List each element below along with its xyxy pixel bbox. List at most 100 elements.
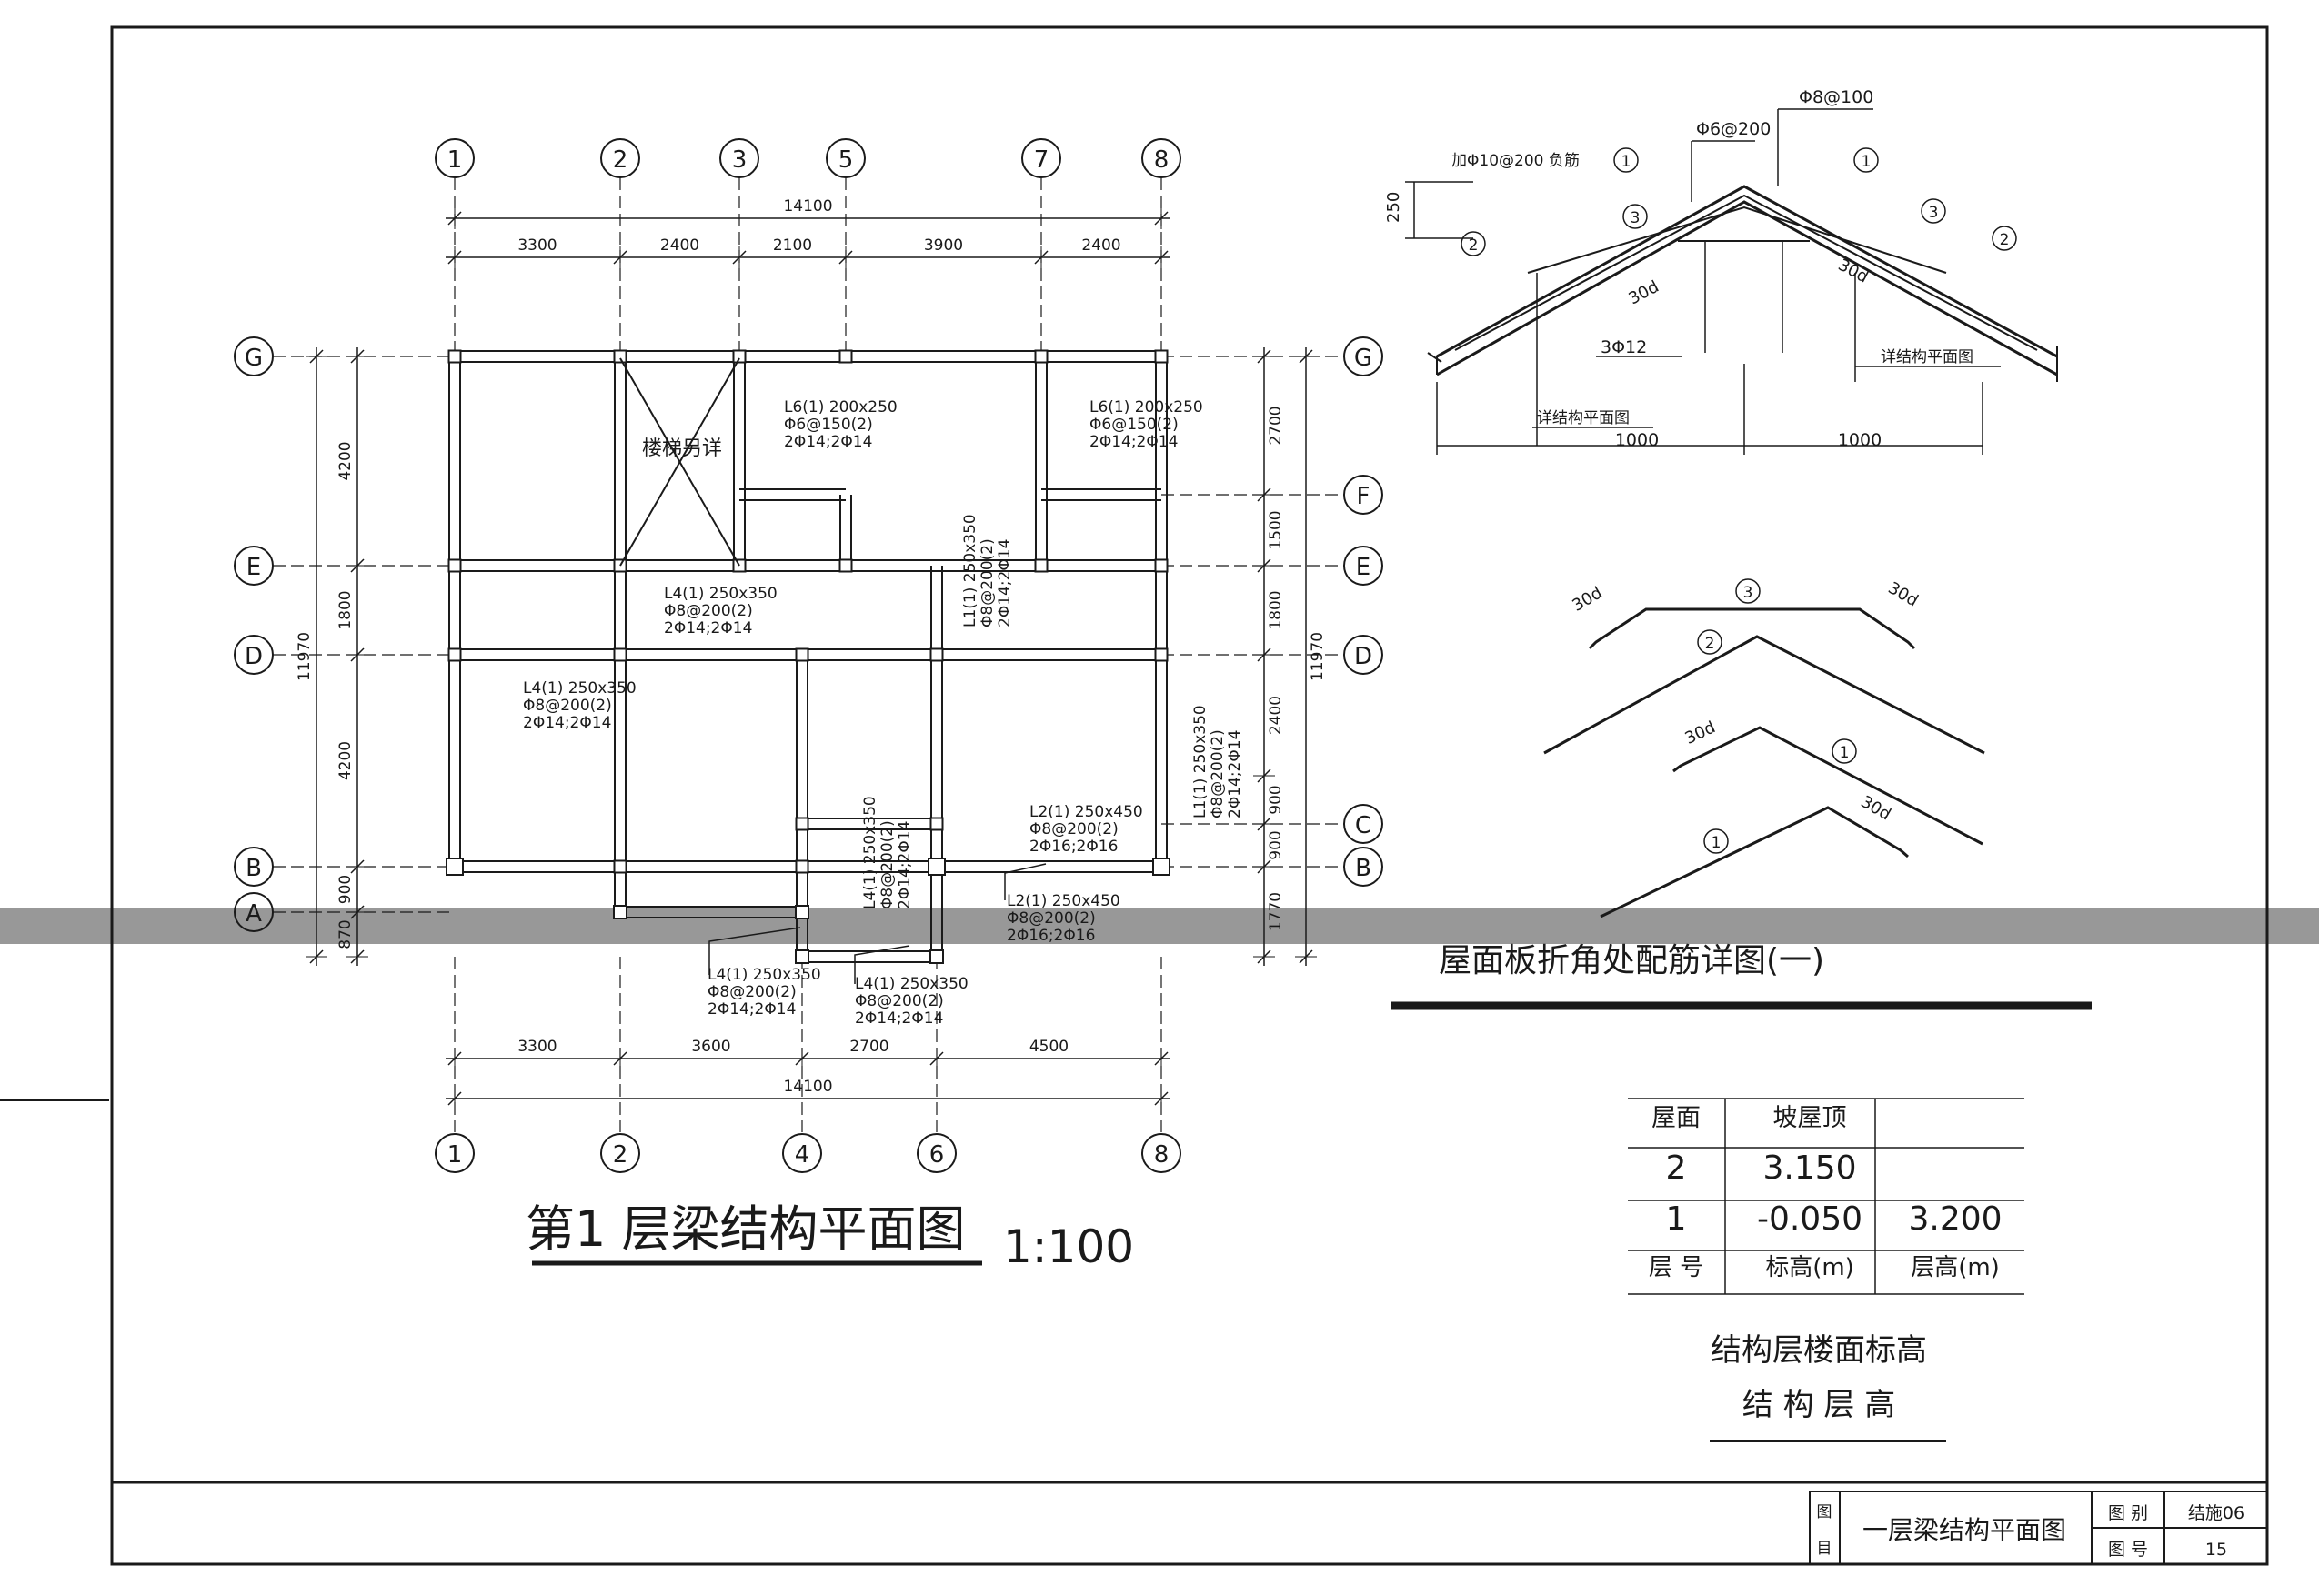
beam-label: L6(1) 200x250 Φ6@150(2) 2Φ14;2Φ14 <box>1089 398 1203 451</box>
axis-bubble: F <box>1343 475 1383 515</box>
dim-value: 2100 <box>773 236 812 255</box>
svg-text:3: 3 <box>1743 584 1753 602</box>
column <box>795 949 809 964</box>
axis-label: 6 <box>929 1141 945 1169</box>
callout-3: 3 <box>1921 198 1946 224</box>
dim-value: 1800 <box>1267 590 1285 629</box>
table-cell: 1 <box>1666 1200 1687 1238</box>
beam-label: L2(1) 250x450 Φ8@200(2) 2Φ16;2Φ16 <box>1007 892 1120 945</box>
dim-value: 4200 <box>336 441 355 480</box>
dim-value: 900 <box>336 875 355 904</box>
axis-bubble: 2 <box>600 1133 640 1173</box>
svg-text:Φ8@200(2): Φ8@200(2) <box>855 992 944 1010</box>
dim-value: 1500 <box>1267 510 1285 549</box>
table-caption: 结 构 层 高 <box>1742 1387 1895 1423</box>
dim-total: 14100 <box>783 197 832 216</box>
drawing-frame <box>110 25 2269 1566</box>
beam-label: L6(1) 200x250 Φ6@150(2) 2Φ14;2Φ14 <box>784 398 898 451</box>
axis-label: D <box>1354 643 1372 670</box>
beam-label-vertical: L1(1) 250x350 Φ8@200(2) 2Φ14;2Φ14 <box>961 514 1014 627</box>
column <box>928 858 946 876</box>
dim-value: 2400 <box>1267 696 1285 735</box>
column <box>795 817 809 831</box>
table-cell: 3.200 <box>1908 1200 2002 1238</box>
column <box>929 817 944 831</box>
dim-250: 250 <box>1384 192 1403 223</box>
svg-text:2Φ16;2Φ16: 2Φ16;2Φ16 <box>1029 838 1118 856</box>
dim-value: 1770 <box>1267 892 1285 931</box>
svg-text:1: 1 <box>1621 153 1631 171</box>
axis-bubble: 7 <box>1021 138 1061 178</box>
column <box>1152 858 1170 876</box>
column <box>446 858 464 876</box>
column <box>1154 647 1169 662</box>
table-cell: -0.050 <box>1757 1200 1862 1238</box>
svg-text:Φ8@200(2): Φ8@200(2) <box>1007 909 1096 928</box>
dim-value: 1800 <box>336 590 355 629</box>
axis-bubble: 8 <box>1141 138 1181 178</box>
column <box>447 647 462 662</box>
table-cell: 2 <box>1666 1149 1687 1187</box>
svg-text:L2(1) 250x450: L2(1) 250x450 <box>1029 803 1143 821</box>
axis-bubble: E <box>1343 546 1383 586</box>
dim-total: 11970 <box>296 632 314 681</box>
svg-text:2Φ14;2Φ14: 2Φ14;2Φ14 <box>664 619 752 637</box>
column <box>795 859 809 874</box>
column <box>613 905 627 919</box>
dim-value: 2400 <box>1081 236 1120 255</box>
axis-label: G <box>245 345 263 372</box>
bar-shape-2: 2 <box>1543 629 1985 755</box>
axis-label: F <box>1357 483 1370 510</box>
table-cell: 标高(m) <box>1765 1254 1854 1281</box>
svg-text:Φ6@150(2): Φ6@150(2) <box>1089 416 1179 434</box>
axis-bubble: C <box>1343 804 1383 844</box>
dim-value: 900 <box>1267 785 1285 814</box>
beam-label: L4(1) 250x350 Φ8@200(2) 2Φ14;2Φ14 <box>664 585 778 637</box>
callout-2: 2 <box>1992 226 2017 251</box>
beam-label: L2(1) 250x450 Φ8@200(2) 2Φ16;2Φ16 <box>1029 803 1143 856</box>
axis-bubble: G <box>1343 336 1383 376</box>
stair-note: 楼梯另详 <box>642 437 722 460</box>
dim-value: 4200 <box>336 741 355 780</box>
dim-value: 2700 <box>1267 406 1285 445</box>
dim-value: 900 <box>1267 830 1285 859</box>
axis-bubble: D <box>1343 635 1383 675</box>
dim-value: 4500 <box>1029 1038 1069 1056</box>
axis-label: 3 <box>732 146 748 174</box>
roof-fold-detail: 1000 1000 250 Φ8@100 Φ6@200 加Φ10@200 负筋 … <box>1384 87 2092 1010</box>
axis-bubble: E <box>234 546 274 586</box>
axis-bubble: 2 <box>600 138 640 178</box>
axis-bubble: 1 <box>435 1133 475 1173</box>
svg-text:2Φ14;2Φ14: 2Φ14;2Φ14 <box>523 714 611 732</box>
beam-label: L4(1) 250x350 Φ8@200(2) 2Φ14;2Φ14 <box>855 975 969 1028</box>
table-cell: 层高(m) <box>1911 1254 2000 1281</box>
axis-label: C <box>1355 812 1371 839</box>
svg-text:Φ8@200(2): Φ8@200(2) <box>1029 820 1119 838</box>
column <box>447 349 462 364</box>
svg-text:L6(1) 200x250: L6(1) 200x250 <box>784 398 898 417</box>
svg-text:30d: 30d <box>1885 578 1922 610</box>
svg-text:30d: 30d <box>1682 718 1719 748</box>
axis-bubble: 8 <box>1141 1133 1181 1173</box>
svg-text:L4(1) 250x350: L4(1) 250x350 <box>708 966 821 984</box>
table-cell: 坡屋顶 <box>1773 1104 1847 1132</box>
number-value: 15 <box>2205 1540 2227 1560</box>
roof-detail-title: 屋面板折角处配筋详图(一) <box>1439 942 1824 979</box>
axis-label: 1 <box>447 146 463 174</box>
bars-3phi12: 3Φ12 <box>1601 337 1647 357</box>
beam-label-vertical: L1(1) 250x350 Φ8@200(2) 2Φ14;2Φ14 <box>1191 705 1244 818</box>
axis-label: E <box>1356 554 1370 581</box>
axis-label: G <box>1354 345 1372 372</box>
svg-text:1: 1 <box>1862 153 1872 171</box>
svg-text:Φ8@200(2): Φ8@200(2) <box>979 538 997 627</box>
dim-value: 3300 <box>517 236 557 255</box>
svg-text:2Φ16;2Φ16: 2Φ16;2Φ16 <box>1007 927 1095 945</box>
svg-text:1: 1 <box>1712 834 1722 852</box>
axis-bubble: 6 <box>917 1133 957 1173</box>
axis-bubble: B <box>1343 847 1383 887</box>
column <box>613 859 627 874</box>
svg-text:L4(1) 250x350: L4(1) 250x350 <box>523 679 637 698</box>
axis-label: 2 <box>613 146 628 174</box>
column <box>613 349 627 364</box>
svg-text:2Φ14;2Φ14: 2Φ14;2Φ14 <box>896 821 914 909</box>
